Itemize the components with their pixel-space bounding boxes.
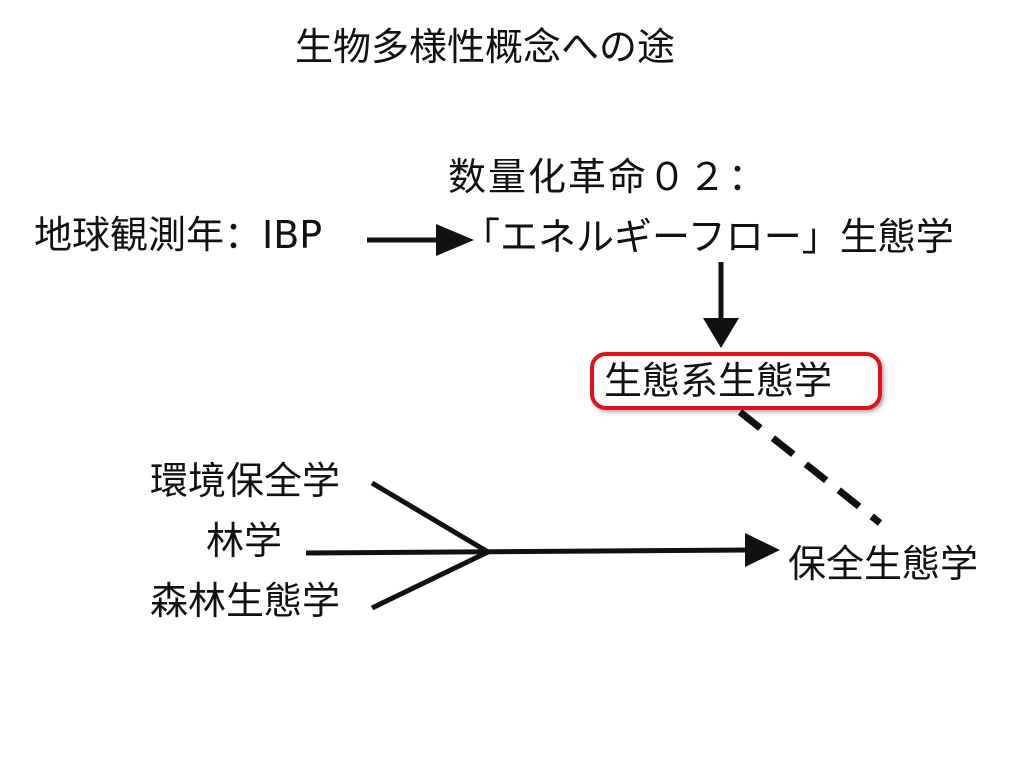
ecosystem-ecology-node: 生態系生態学 [604,359,833,403]
line-forest-ecology [370,549,490,611]
arrow-forestry-to-conservation [305,533,780,567]
ibp-node: 地球観測年：IBP [34,213,323,257]
page-title: 生物多様性概念への途 [295,25,676,69]
quantification-revolution-label: 数量化革命０２： [448,155,769,199]
arrow-ibp-to-energy-flow [367,224,474,256]
ecosystem-ecology-highlight-box [590,352,882,410]
environmental-conservation-node: 環境保全学 [150,459,341,503]
dashed-link-ecosystem-to-conservation [737,409,883,526]
forestry-node: 林学 [206,519,283,563]
conservation-ecology-node: 保全生態学 [788,542,979,586]
forest-ecology-node: 森林生態学 [150,579,341,623]
arrow-energy-flow-to-ecosystem [703,262,739,348]
energy-flow-ecology-node: 「エネルギーフロー」生態学 [462,215,954,259]
line-environmental-conservation [370,480,490,555]
